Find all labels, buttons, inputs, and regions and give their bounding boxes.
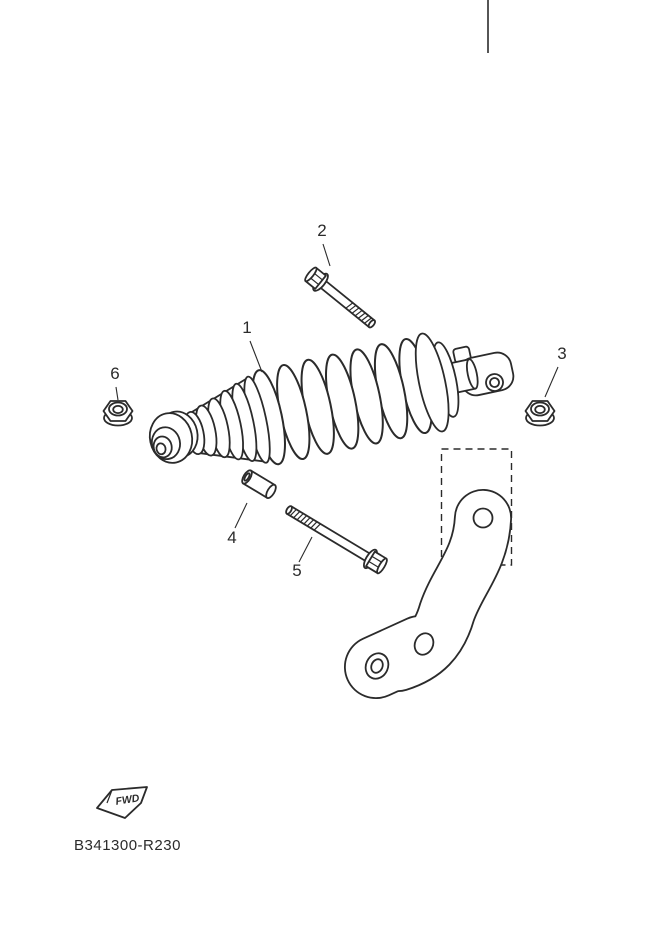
leader-line-2 xyxy=(322,243,331,267)
leader-line-5 xyxy=(298,536,313,563)
fwd-marker: FWD xyxy=(96,786,148,819)
callout-6: 6 xyxy=(110,364,119,383)
part-nut-right xyxy=(524,400,556,427)
shock-spring-seat xyxy=(414,332,450,433)
diagram-code: B341300-R230 xyxy=(74,837,181,854)
leader-lines xyxy=(115,243,559,563)
shock-spring xyxy=(251,337,433,466)
linkage-arm xyxy=(344,489,512,699)
leader-line-4 xyxy=(234,502,248,529)
leader-line-6 xyxy=(115,386,119,401)
fwd-arrow-icon xyxy=(96,786,148,819)
callouts: 1 2 3 4 5 6 xyxy=(110,221,566,580)
shock-eyelet xyxy=(148,410,199,464)
arm-lower-hole-small xyxy=(413,632,435,656)
part-nut-left xyxy=(102,400,134,427)
part-bolt-lower xyxy=(285,505,388,575)
part-bolt-upper xyxy=(304,266,376,329)
callout-4: 4 xyxy=(227,528,236,547)
callout-2: 2 xyxy=(317,221,326,240)
callout-3: 3 xyxy=(557,344,566,363)
callout-1: 1 xyxy=(242,318,251,337)
fwd-label: FWD xyxy=(115,792,141,808)
callout-5: 5 xyxy=(292,561,301,580)
leader-line-3 xyxy=(544,366,559,398)
part-shock-absorber xyxy=(148,332,515,466)
arm-upper-hole xyxy=(472,507,494,529)
leader-line-1 xyxy=(249,340,263,373)
part-collar xyxy=(241,469,277,499)
